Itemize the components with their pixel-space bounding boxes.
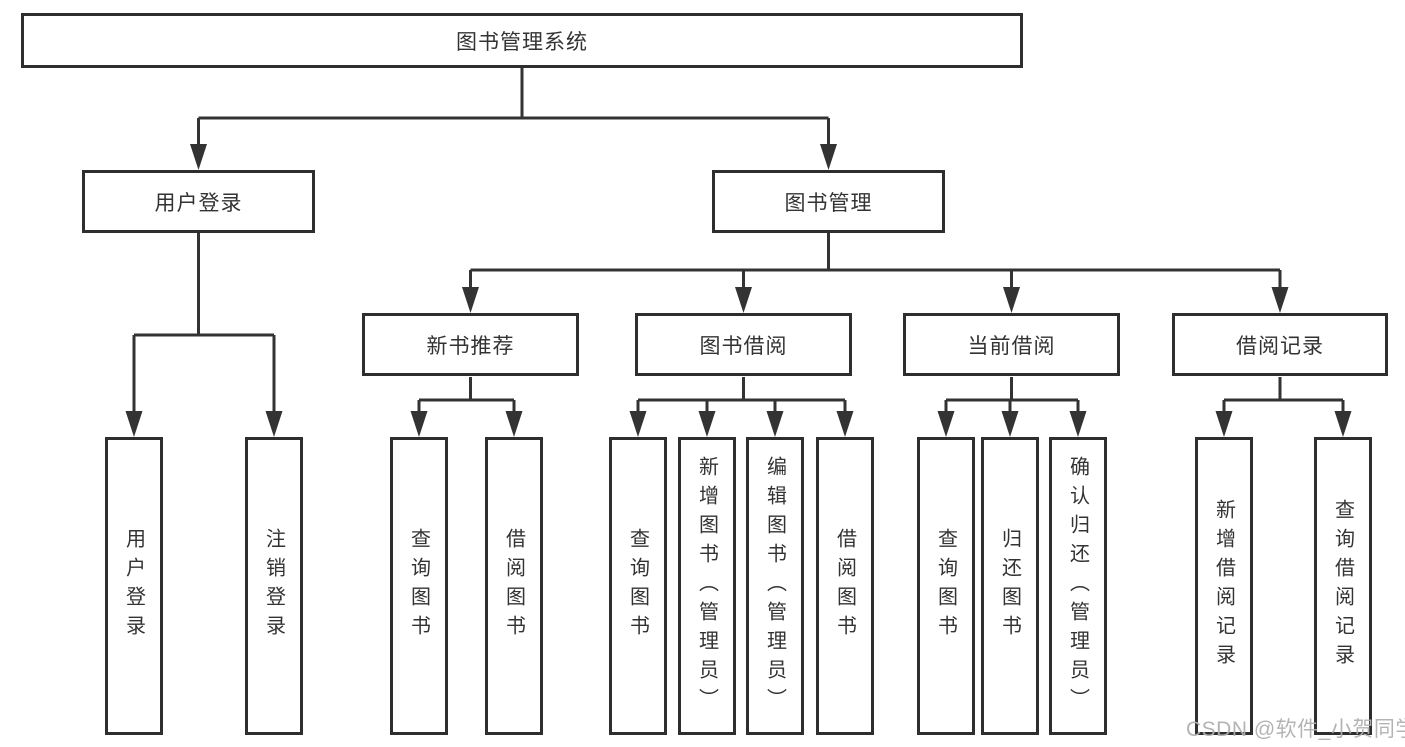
arrow-down-icon xyxy=(766,411,784,437)
arrow-down-icon xyxy=(698,411,716,437)
leaf-record-query-borrow-record: 查询借阅记录 xyxy=(1314,437,1372,735)
arrow-down-icon xyxy=(462,287,479,313)
leaf-recommend-borrow-book: 借阅图书 xyxy=(485,437,543,735)
arrow-down-icon xyxy=(410,411,428,437)
leaf-borrow-query-book: 查询图书 xyxy=(609,437,667,735)
node-new-book-recommend: 新书推荐 xyxy=(362,313,579,376)
arrow-down-icon xyxy=(1003,287,1020,313)
arrow-down-icon xyxy=(937,411,955,437)
node-user-login: 用户登录 xyxy=(82,170,315,233)
leaf-user-login: 用户登录 xyxy=(105,437,163,735)
leaf-borrow-edit-book-admin: 编辑图书（管理员） xyxy=(746,437,804,735)
arrow-down-icon xyxy=(1069,411,1087,437)
arrow-down-icon xyxy=(265,411,283,437)
leaf-recommend-query-book: 查询图书 xyxy=(390,437,448,735)
arrow-down-icon xyxy=(190,144,207,170)
arrow-down-icon xyxy=(1271,287,1289,313)
arrow-down-icon xyxy=(629,411,647,437)
arrow-down-icon xyxy=(1334,411,1352,437)
leaf-current-return-book: 归还图书 xyxy=(981,437,1039,735)
node-root: 图书管理系统 xyxy=(21,13,1023,68)
leaf-logout: 注销登录 xyxy=(245,437,303,735)
leaf-record-add-borrow-record: 新增借阅记录 xyxy=(1195,437,1253,735)
arrow-down-icon xyxy=(505,411,523,437)
arrow-down-icon xyxy=(836,411,854,437)
leaf-borrow-add-book-admin: 新增图书（管理员） xyxy=(678,437,736,735)
arrow-down-icon xyxy=(1215,411,1233,437)
arrow-down-icon xyxy=(820,144,837,170)
arrow-down-icon xyxy=(1001,411,1019,437)
node-book-borrow: 图书借阅 xyxy=(635,313,852,376)
arrow-down-icon xyxy=(735,287,752,313)
leaf-borrow-borrow-book: 借阅图书 xyxy=(816,437,874,735)
arrow-down-icon xyxy=(125,411,143,437)
node-book-management: 图书管理 xyxy=(712,170,945,233)
leaf-current-confirm-return-admin: 确认归还（管理员） xyxy=(1049,437,1107,735)
leaf-current-query-book: 查询图书 xyxy=(917,437,975,735)
arrowheads xyxy=(125,144,1352,437)
csdn-watermark: CSDN @软件_小贺同学 xyxy=(1186,718,1405,741)
node-current-borrow: 当前借阅 xyxy=(903,313,1120,376)
node-borrow-record: 借阅记录 xyxy=(1172,313,1388,376)
